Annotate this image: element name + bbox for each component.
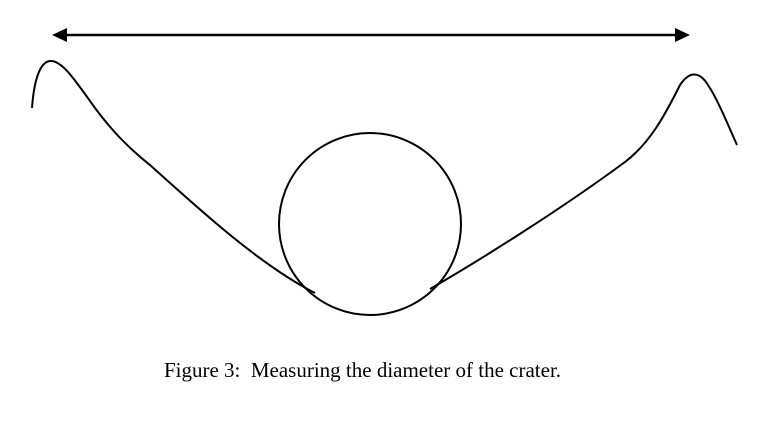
diameter-arrow: [52, 28, 690, 42]
arrow-head-left: [52, 28, 67, 42]
arrow-head-right: [675, 28, 690, 42]
figure-caption: Figure 3: Measuring the diameter of the …: [163, 358, 562, 382]
measuring-circle: [278, 132, 462, 316]
crater-profile-left: [31, 60, 316, 294]
crater-profile-right: [429, 73, 738, 290]
